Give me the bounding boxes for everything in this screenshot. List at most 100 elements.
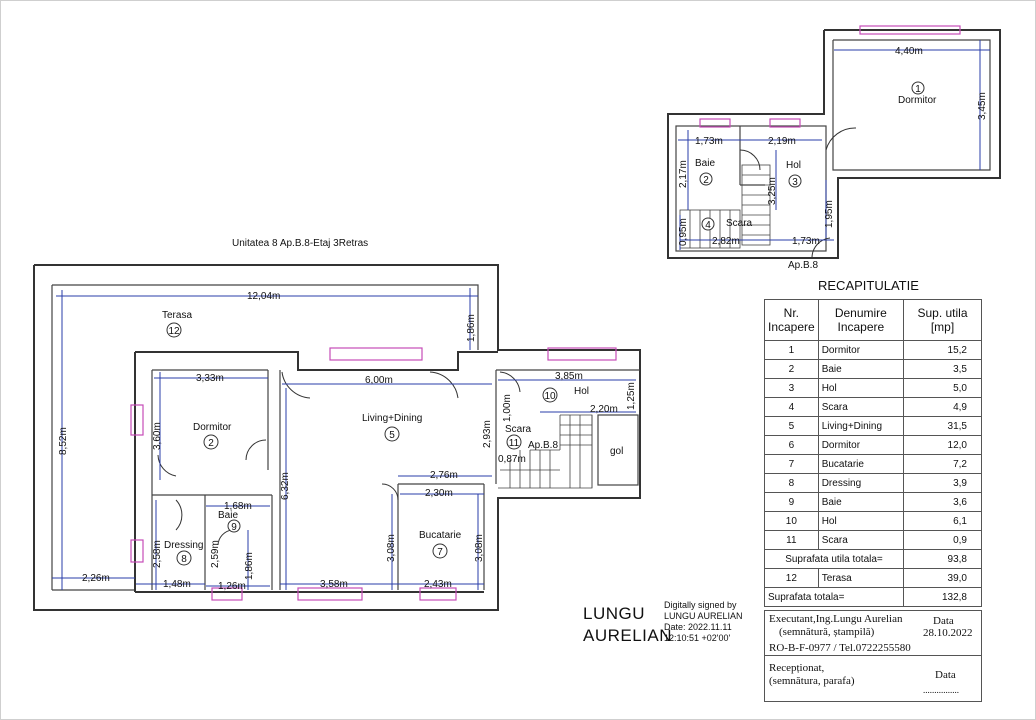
recap-cell-name: Baie: [817, 359, 905, 379]
svg-text:Dormitor: Dormitor: [193, 422, 232, 433]
recap-header-area: Sup. utila [mp]: [903, 299, 982, 341]
svg-text:3,08m: 3,08m: [386, 534, 397, 562]
recap-cell-nr: 10: [764, 511, 819, 531]
svg-text:2,43m: 2,43m: [424, 579, 452, 590]
svg-text:Hol: Hol: [574, 386, 589, 397]
recap-util-total-row: Suprafata utila totala= 93,8: [764, 549, 982, 569]
window-bottom-1: [297, 587, 363, 601]
digital-line-1: Digitally signed by: [664, 600, 737, 610]
svg-text:3,08m: 3,08m: [474, 534, 485, 562]
util-total-label: Suprafata utila totala=: [764, 549, 904, 569]
svg-text:Hol: Hol: [786, 160, 801, 171]
svg-text:12,04m: 12,04m: [247, 291, 280, 302]
svg-text:1,25m: 1,25m: [626, 382, 637, 410]
recap-cell-nr: 2: [764, 359, 819, 379]
recap-cell-name: Dormitor: [817, 435, 905, 455]
license-line: RO-B-F-0977 / Tel.0722255580: [769, 642, 911, 654]
data-label-2: Data: [935, 669, 956, 681]
recap-cell-name: Hol: [817, 378, 905, 398]
svg-text:1,68m: 1,68m: [224, 501, 252, 512]
recap-title: RECAPITULATIE: [818, 278, 919, 293]
digital-signature: Digitally signed by LUNGU AURELIAN Date:…: [664, 600, 743, 644]
svg-text:1,95m: 1,95m: [824, 200, 835, 228]
recap-header-row: Nr. Incapere Denumire Incapere Sup. util…: [764, 299, 982, 341]
svg-text:6,00m: 6,00m: [365, 375, 393, 386]
author-name: LUNGU AURELIAN: [583, 603, 672, 647]
svg-text:3,60m: 3,60m: [152, 422, 163, 450]
data-value: 28.10.2022: [923, 627, 973, 639]
lower-outer-wall: [33, 264, 641, 611]
unit-title: Unitatea 8 Ap.B.8-Etaj 3Retras: [232, 238, 368, 249]
recap-cell-area: 6,1: [903, 511, 982, 531]
svg-text:0,87m: 0,87m: [498, 454, 526, 465]
svg-text:3,25m: 3,25m: [767, 177, 778, 205]
svg-text:1: 1: [915, 84, 921, 95]
svg-text:3,45m: 3,45m: [977, 92, 988, 120]
recap-table: Nr. Incapere Denumire Incapere Sup. util…: [764, 299, 982, 607]
lower-stairs: [498, 414, 593, 489]
terrace-boundary: [52, 284, 479, 350]
upper-inner-wall: [832, 39, 991, 171]
svg-text:1,73m: 1,73m: [792, 236, 820, 247]
digital-line-4: 12:10:51 +02'00': [664, 633, 731, 643]
executant-sub: (semnătură, ștampilă): [779, 626, 875, 638]
svg-text:3,85m: 3,85m: [555, 371, 583, 382]
svg-text:1,86m: 1,86m: [244, 552, 255, 580]
svg-text:2,58m: 2,58m: [152, 540, 163, 568]
window-living: [329, 347, 423, 361]
svg-text:0,95m: 0,95m: [678, 218, 689, 246]
recap-cell-name: Bucatarie: [817, 454, 905, 474]
svg-text:5: 5: [389, 430, 395, 441]
window-dormitor: [130, 404, 144, 436]
window-dressing: [130, 539, 144, 563]
receptionat-label: Recepționat,: [769, 662, 825, 674]
recap-cell-area: 4,9: [903, 397, 982, 417]
recap-cell-area: 31,5: [903, 416, 982, 436]
recap-cell-nr: 4: [764, 397, 819, 417]
svg-text:2,30m: 2,30m: [425, 488, 453, 499]
recap-header-nr: Nr. Incapere: [764, 299, 819, 341]
window-bottom-2: [419, 587, 457, 601]
upper-window-3: [769, 118, 801, 128]
recap-cell-nr: 5: [764, 416, 819, 436]
svg-text:3,33m: 3,33m: [196, 373, 224, 384]
util-total-value: 93,8: [903, 549, 982, 569]
recap-cell-name: Living+Dining: [817, 416, 905, 436]
recap-cell-name: Dormitor: [817, 340, 905, 360]
svg-text:2,19m: 2,19m: [768, 136, 796, 147]
svg-text:12: 12: [168, 326, 180, 337]
recap-cell-area: 3,5: [903, 359, 982, 379]
recap-cell-nr: 1: [764, 340, 819, 360]
terrace-name: Terasa: [817, 568, 905, 588]
svg-text:6,32m: 6,32m: [280, 472, 291, 500]
svg-text:7: 7: [437, 547, 443, 558]
recap-cell-area: 3,6: [903, 492, 982, 512]
recap-cell-nr: 3: [764, 378, 819, 398]
svg-text:gol: gol: [610, 446, 623, 457]
recap-cell-nr: 9: [764, 492, 819, 512]
svg-text:1,48m: 1,48m: [163, 579, 191, 590]
digital-line-3: Date: 2022.11.11: [664, 622, 732, 632]
svg-text:Baie: Baie: [218, 510, 238, 521]
svg-text:1,26m: 1,26m: [218, 581, 246, 592]
recap-cell-area: 0,9: [903, 530, 982, 550]
terrace-nr: 12: [764, 568, 819, 588]
recap-cell-nr: 7: [764, 454, 819, 474]
terrace-area: 39,0: [903, 568, 982, 588]
recap-cell-name: Scara: [817, 530, 905, 550]
executant-label: Executant,Ing.Lungu Aurelian: [769, 613, 903, 625]
receptionat-sub: (semnătura, parafa): [769, 675, 855, 687]
recap-cell-nr: 6: [764, 435, 819, 455]
svg-text:2,93m: 2,93m: [482, 420, 493, 448]
total-label: Suprafata totala=: [764, 587, 904, 607]
svg-text:Baie: Baie: [695, 158, 715, 169]
